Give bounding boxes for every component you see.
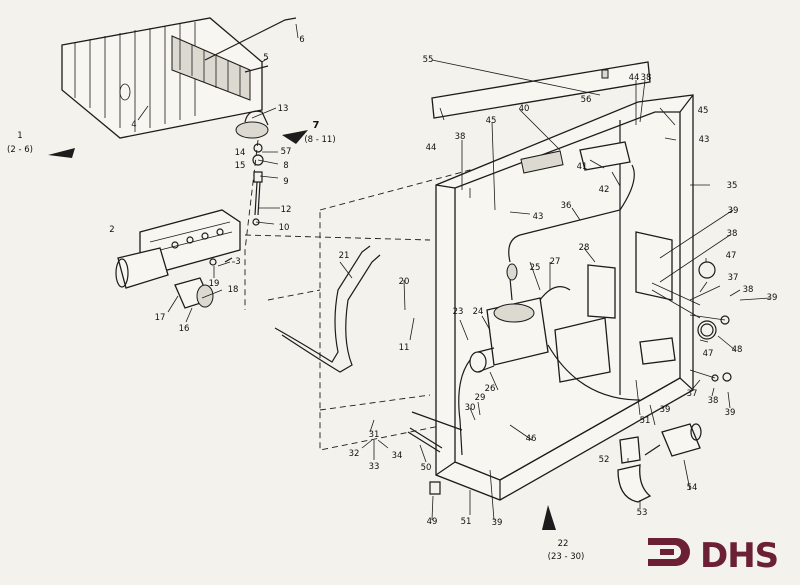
callout-11: 11 <box>399 343 410 353</box>
callout-43a: 43 <box>699 135 710 145</box>
callout-30: 30 <box>465 403 476 413</box>
callout-7: 7 <box>313 120 320 131</box>
callout-10: 10 <box>279 223 290 233</box>
callout-43b: 43 <box>533 212 544 222</box>
callout-22: 22 <box>558 539 569 549</box>
callout-18: 18 <box>228 285 239 295</box>
callout-12: 12 <box>281 205 292 215</box>
callout-1: 1 <box>17 131 22 141</box>
flue-tube-21 <box>281 254 381 373</box>
callout-36: 36 <box>561 201 572 211</box>
callout-39e: 39 <box>492 518 503 528</box>
callout-38c: 38 <box>727 229 738 239</box>
callout-51b: 51 <box>461 517 472 527</box>
callout-32: 32 <box>349 449 360 459</box>
callout-17: 17 <box>155 313 166 323</box>
callout-14: 14 <box>235 148 246 158</box>
callout-46: 46 <box>526 434 537 444</box>
pointer-22 <box>542 505 556 530</box>
dhs-logo: DHS <box>648 536 779 576</box>
callout-8: 8 <box>283 161 288 171</box>
callout-27: 27 <box>550 257 561 267</box>
callout-26: 26 <box>485 384 496 394</box>
callout-24: 24 <box>473 307 484 317</box>
rod-31 <box>411 411 463 431</box>
callout-39a: 39 <box>728 206 739 216</box>
callout-38a: 38 <box>455 132 466 142</box>
callout-52: 52 <box>599 455 610 465</box>
callout-7-range: (8 - 11) <box>304 135 335 145</box>
callout-1-range: (2 - 6) <box>7 145 33 155</box>
callout-42: 42 <box>599 185 610 195</box>
callout-53: 53 <box>637 508 648 518</box>
callout-4: 4 <box>131 120 136 130</box>
callout-47b: 47 <box>703 349 714 359</box>
callout-22-range: (23 - 30) <box>548 552 585 562</box>
callout-35: 35 <box>727 181 738 191</box>
logo-mark-icon <box>648 538 690 566</box>
pointer-1 <box>48 148 75 158</box>
callout-45a: 45 <box>486 116 497 126</box>
callout-37b: 37 <box>687 389 698 399</box>
callout-34: 34 <box>392 451 403 461</box>
heat-exchanger-fins <box>61 17 297 139</box>
callout-37a: 37 <box>728 273 739 283</box>
logo-text: DHS <box>700 536 778 576</box>
callout-41: 41 <box>577 162 588 172</box>
callout-28: 28 <box>579 243 590 253</box>
callout-50: 50 <box>421 463 432 473</box>
callout-51a: 51 <box>640 416 651 426</box>
callout-15: 15 <box>235 161 246 171</box>
callout-16: 16 <box>179 324 190 334</box>
flue-tube-21-edge <box>274 245 371 363</box>
pointer-7 <box>282 130 308 144</box>
small-fittings <box>429 261 732 503</box>
callout-57: 57 <box>281 147 292 157</box>
callout-23: 23 <box>453 307 464 317</box>
gas-control-valve <box>458 164 641 456</box>
main-housing <box>435 94 694 501</box>
callout-55: 55 <box>423 55 434 65</box>
callout-39c: 39 <box>725 408 736 418</box>
callout-21: 21 <box>339 251 350 261</box>
clip-56 <box>601 69 609 79</box>
callout-3: 3 <box>235 257 240 267</box>
callout-49: 49 <box>427 517 438 527</box>
callout-54: 54 <box>687 483 698 493</box>
callout-33: 33 <box>369 462 380 472</box>
callout-40: 40 <box>519 104 530 114</box>
callout-29: 29 <box>475 393 486 403</box>
callout-6: 6 <box>299 35 304 45</box>
callout-5: 5 <box>263 53 268 63</box>
callout-31: 31 <box>369 430 380 440</box>
callout-47a: 47 <box>726 251 737 261</box>
callout-9: 9 <box>283 177 288 187</box>
top-cover-55 <box>431 61 651 119</box>
callout-39d: 39 <box>660 405 671 415</box>
rod-50 <box>407 427 443 453</box>
callout-56: 56 <box>581 95 592 105</box>
callout-39b: 39 <box>767 293 778 303</box>
callout-38b: 38 <box>641 73 652 83</box>
callout-19: 19 <box>209 279 220 289</box>
callout-labels: 1 (2 - 6) 2 3 4 5 6 7 (8 - 11) 8 9 10 11… <box>7 35 777 562</box>
callout-44b: 44 <box>629 73 640 83</box>
callout-44a: 44 <box>426 143 437 153</box>
callout-25: 25 <box>530 263 541 273</box>
callout-2: 2 <box>109 225 114 235</box>
brackets <box>520 141 701 365</box>
callout-48: 48 <box>732 345 743 355</box>
callout-38d: 38 <box>743 285 754 295</box>
callout-20: 20 <box>399 277 410 287</box>
callout-13: 13 <box>278 104 289 114</box>
pilot-assembly <box>235 110 269 310</box>
leader-lines <box>137 23 771 521</box>
burner-assembly <box>115 209 241 309</box>
callout-45b: 45 <box>698 106 709 116</box>
callout-38e: 38 <box>708 396 719 406</box>
